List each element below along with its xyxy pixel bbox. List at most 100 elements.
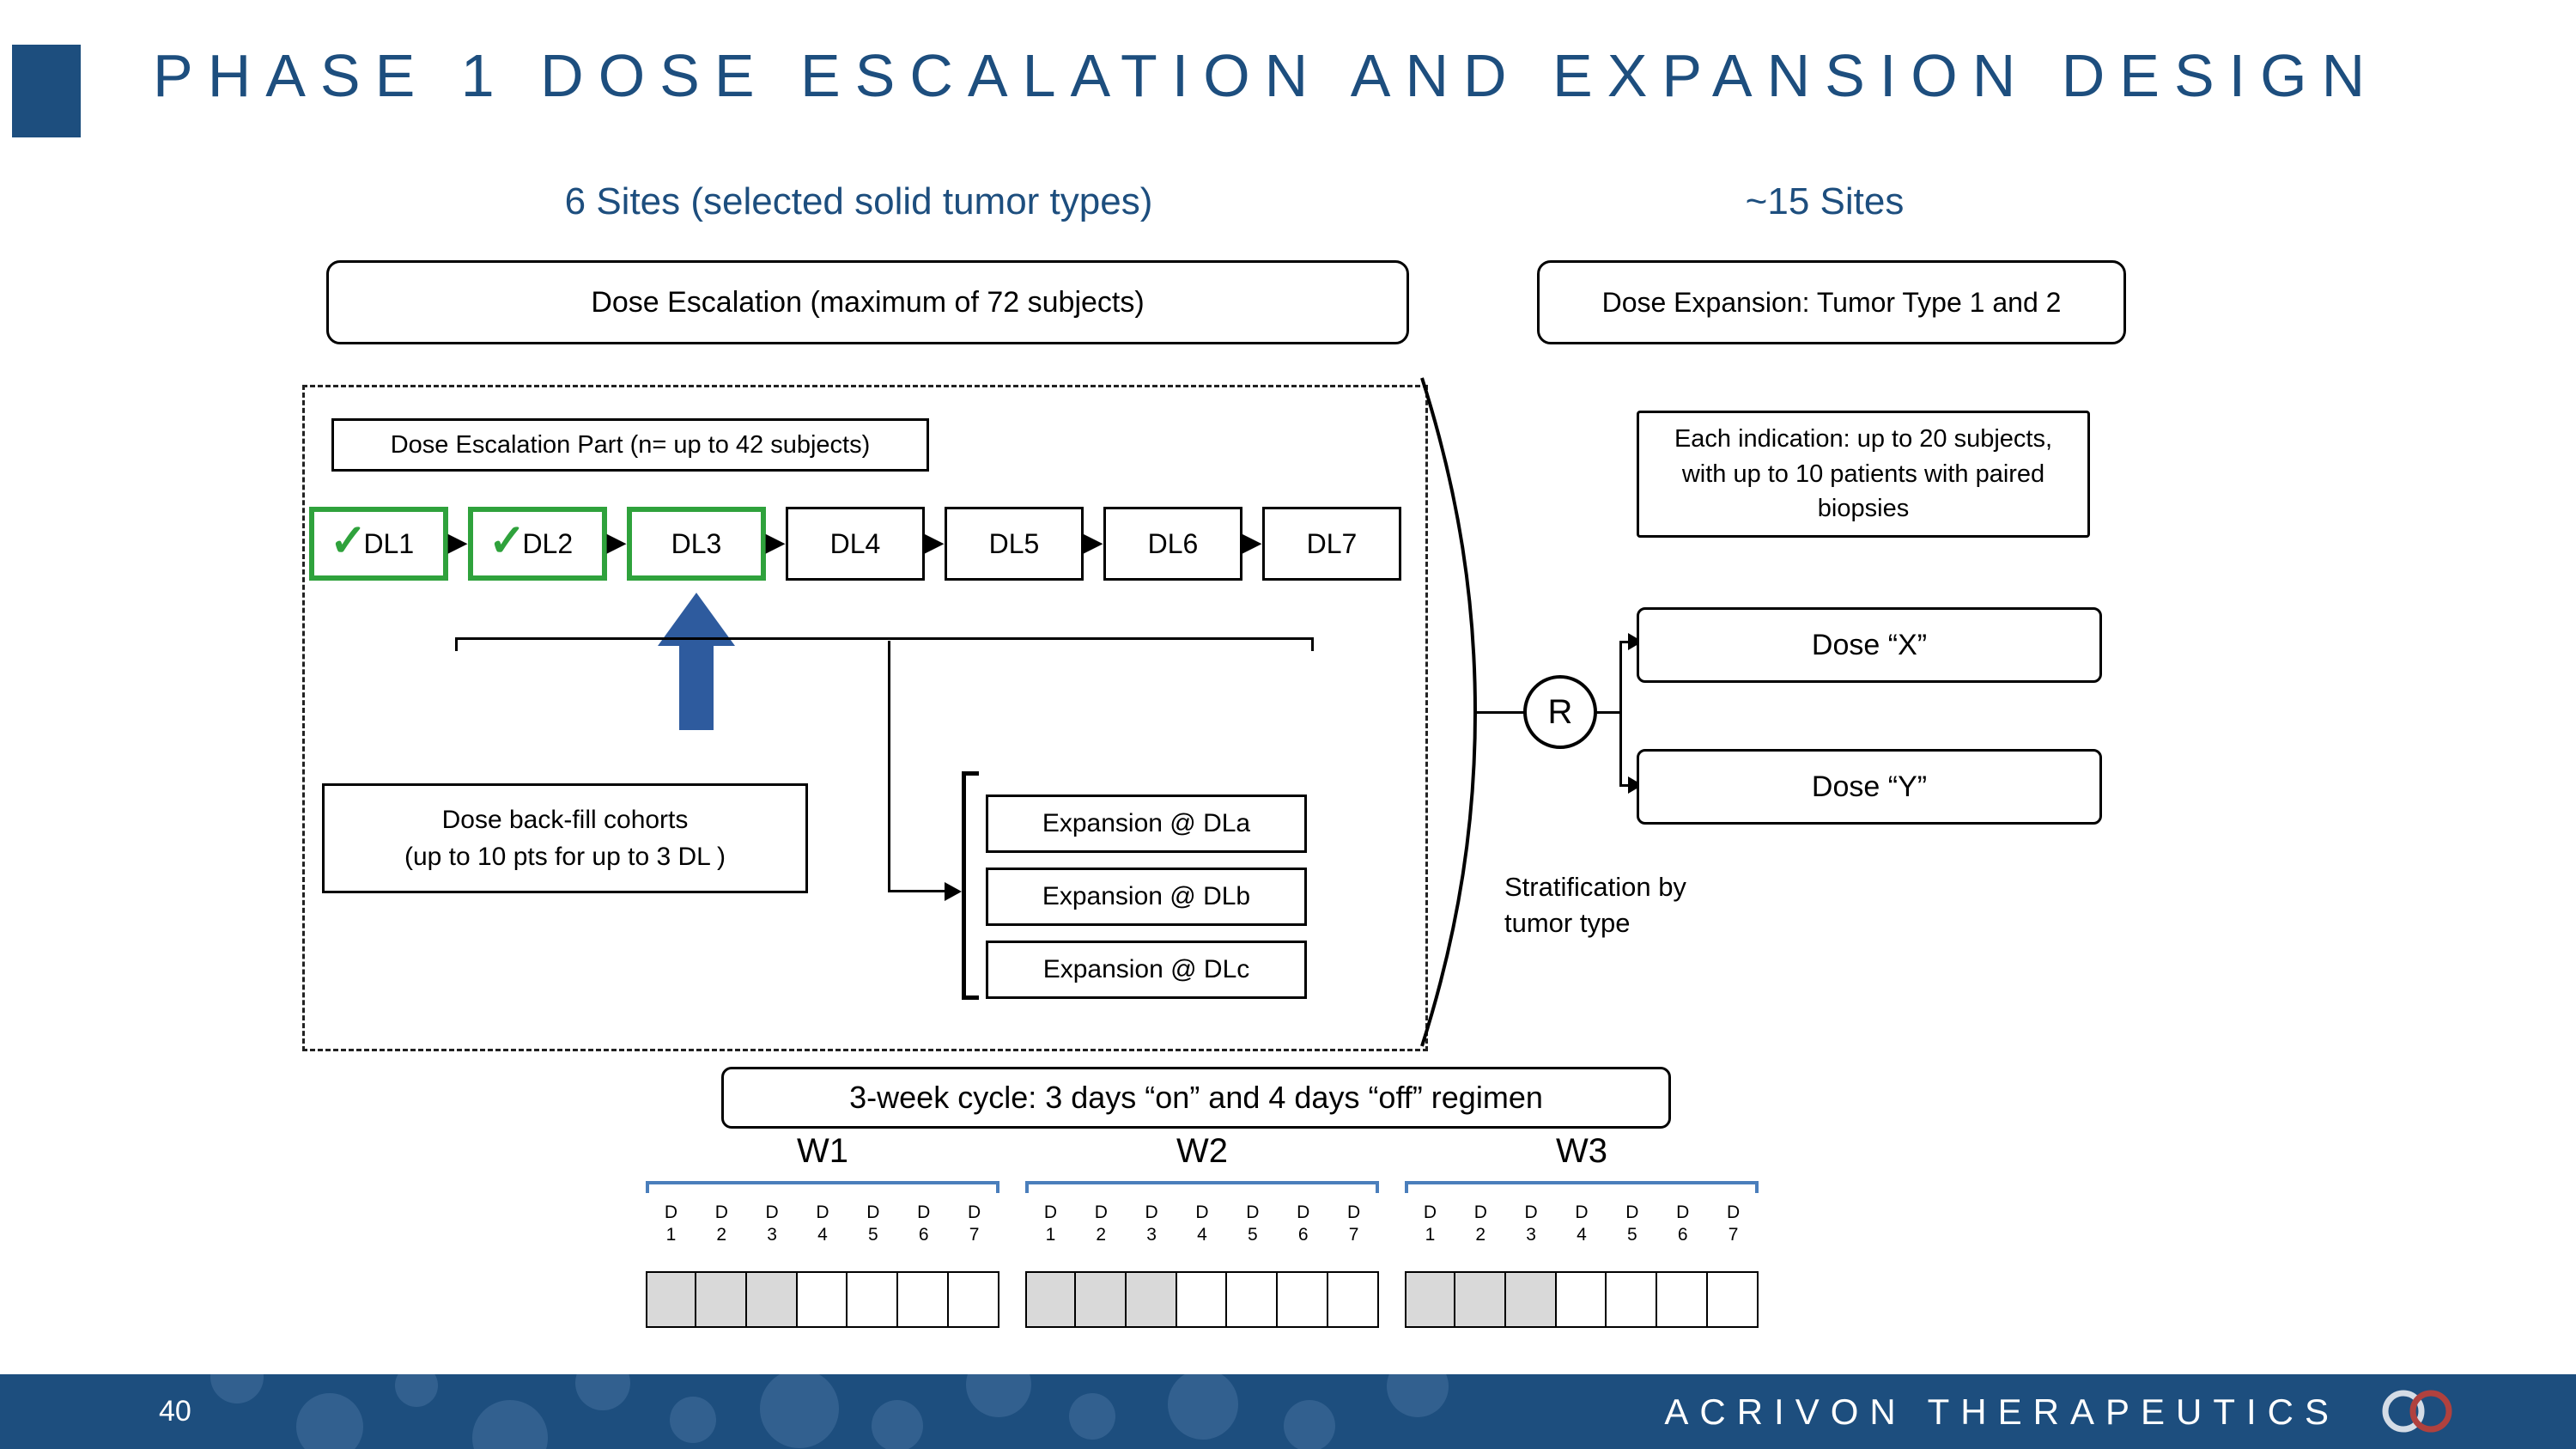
dose-y-box: Dose “Y”: [1637, 749, 2102, 825]
decor-circle: [575, 1374, 630, 1410]
day-cell-off: [947, 1270, 999, 1328]
current-dose-up-arrow-icon: [658, 593, 735, 732]
day-cell-off: [1225, 1270, 1279, 1328]
day-cell-on: [1405, 1270, 1455, 1328]
dose-escalation-title-box: Dose Escalation (maximum of 72 subjects): [326, 260, 1409, 344]
escalation-part-box: Dose Escalation Part (n= up to 42 subjec…: [331, 418, 929, 472]
day-cell-off: [1656, 1270, 1709, 1328]
day-cell-off: [896, 1270, 950, 1328]
check-icon: ✓: [488, 516, 526, 566]
week-bracket: [1025, 1181, 1379, 1193]
day-cell-on: [694, 1270, 747, 1328]
dose-x-box: Dose “X”: [1637, 607, 2102, 683]
dose-level-box-dl5: DL5: [945, 507, 1084, 581]
check-icon: ✓: [329, 516, 368, 566]
indication-box: Each indication: up to 20 subjects, with…: [1637, 411, 2090, 538]
split-line-vertical: [1619, 641, 1622, 787]
week-bracket: [1405, 1181, 1759, 1193]
funnel-to-r-line: [1473, 711, 1525, 714]
arrow-right-icon: ▶: [606, 528, 627, 557]
arrow-right-icon: ▶: [1242, 528, 1262, 557]
decor-circle: [760, 1374, 839, 1448]
decor-circle: [472, 1400, 548, 1449]
backfill-line1: Dose back-fill cohorts: [441, 805, 689, 834]
day-cell-on: [1453, 1270, 1506, 1328]
r-output-line: [1595, 711, 1621, 714]
dose-level-label: DL5: [988, 527, 1040, 559]
decor-circle: [966, 1374, 1031, 1417]
cycle-header-box: 3-week cycle: 3 days “on” and 4 days “of…: [721, 1067, 1671, 1129]
connector-line-horizontal: [888, 890, 948, 892]
acrivon-logo-icon: [2374, 1385, 2469, 1441]
arrow-right-icon: ▶: [447, 528, 468, 557]
dose-level-label: DL6: [1147, 527, 1199, 559]
footer-bar: 40 ACRIVON THERAPEUTICS: [0, 1374, 2576, 1449]
backfill-cohorts-box: Dose back-fill cohorts (up to 10 pts for…: [322, 783, 808, 893]
dose-level-label: DL4: [829, 527, 881, 559]
arrow-right-icon: ▶: [765, 528, 786, 557]
split-line-bottom: [1619, 784, 1631, 787]
page-number: 40: [159, 1395, 191, 1428]
day-cell-off: [1175, 1270, 1228, 1328]
decor-circle: [395, 1374, 438, 1407]
day-cells-row: [1025, 1270, 1379, 1328]
day-cell-off: [1554, 1270, 1607, 1328]
day-cells-row: [1405, 1270, 1759, 1328]
day-cell-on: [1504, 1270, 1557, 1328]
escalation-dashed-container: [302, 385, 1428, 1051]
week-label: W1: [797, 1132, 848, 1170]
day-cell-off: [846, 1270, 899, 1328]
decor-circle: [1387, 1374, 1449, 1417]
dose-level-label: DL1: [363, 527, 415, 559]
randomization-circle: R: [1523, 675, 1597, 749]
day-cell-off: [795, 1270, 848, 1328]
day-cell-off: [1605, 1270, 1658, 1328]
day-cells-row: [646, 1270, 999, 1328]
decor-circle: [1069, 1393, 1115, 1440]
day-cell-on: [1025, 1270, 1076, 1328]
dose-level-label: DL7: [1306, 527, 1358, 559]
page-title: PHASE 1 DOSE ESCALATION AND EXPANSION DE…: [153, 42, 2380, 109]
arrow-right-icon: ▶: [924, 528, 945, 557]
day-cell-on: [1073, 1270, 1127, 1328]
decor-circle: [670, 1397, 716, 1443]
decor-circle: [1284, 1400, 1335, 1449]
dose-level-bracket: [455, 637, 1314, 651]
day-cell-off: [1706, 1270, 1759, 1328]
dose-level-box-dl1: ✓ DL1: [309, 507, 448, 581]
connector-line-vertical: [888, 641, 890, 892]
day-cell-off: [1327, 1270, 1379, 1328]
day-cell-off: [1276, 1270, 1329, 1328]
funnel-shape: [1419, 376, 1480, 1052]
decor-circle: [296, 1393, 363, 1449]
dose-level-label: DL2: [522, 527, 574, 559]
backfill-line2: (up to 10 pts for up to 3 DL ): [404, 843, 726, 871]
dose-level-box-dl6: DL6: [1103, 507, 1242, 581]
left-sites-header: 6 Sites (selected solid tumor types): [564, 180, 1153, 222]
dose-expansion-title-box: Dose Expansion: Tumor Type 1 and 2: [1537, 260, 2126, 344]
decor-circle: [1168, 1374, 1238, 1440]
